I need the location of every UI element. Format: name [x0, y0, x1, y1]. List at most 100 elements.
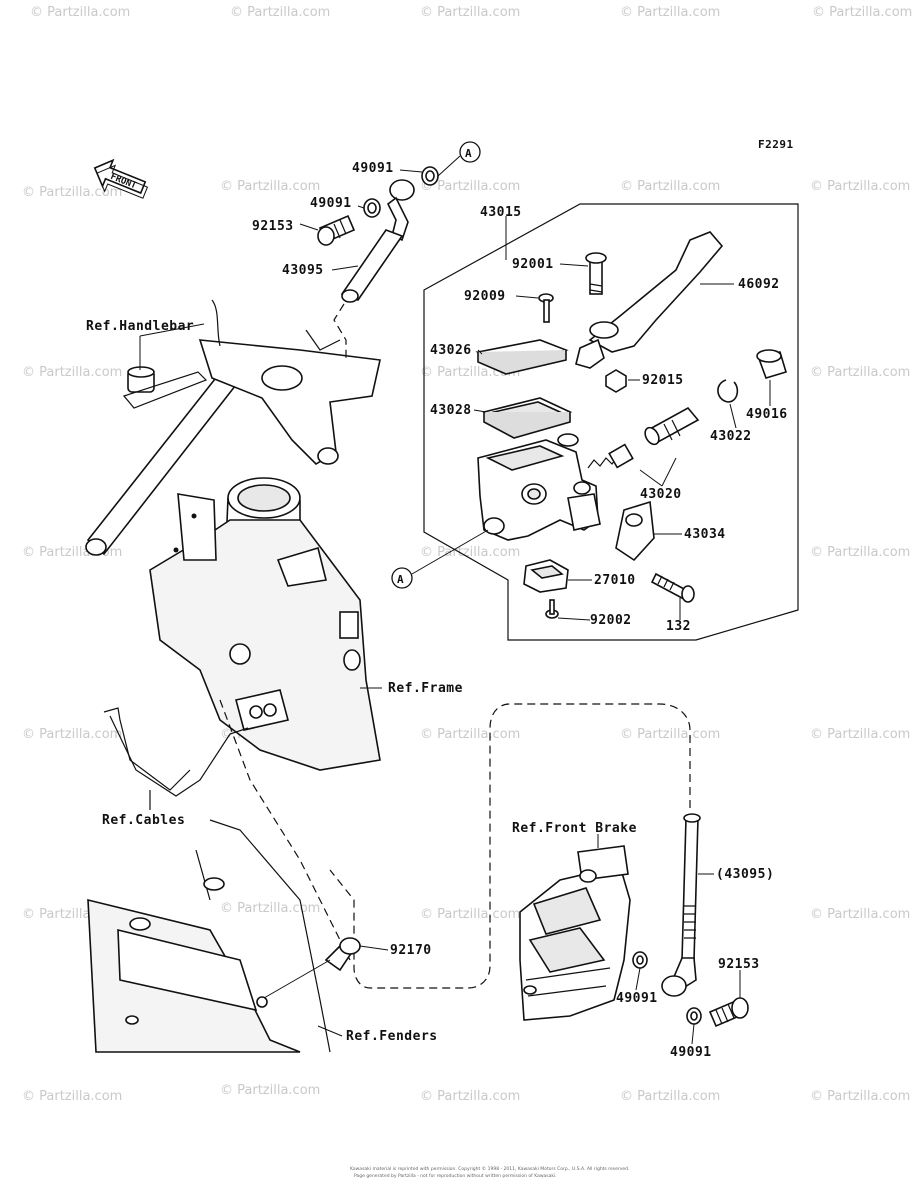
leader-lines [139, 155, 771, 1045]
watermark: © Partzilla.com [22, 185, 122, 200]
part-label-49091[interactable]: 49091 [352, 161, 394, 176]
ref-handlebar-label[interactable]: Ref.Handlebar [86, 319, 194, 334]
part-label-46092[interactable]: 46092 [738, 277, 780, 292]
leader [559, 263, 589, 267]
frame-tab-right [276, 546, 327, 587]
cable-clamp-hole [263, 703, 277, 717]
fender-edge [195, 849, 211, 901]
copyright-line: Kawasaki material is reprinted with perm… [350, 1165, 629, 1172]
part-labels: 49091 49091 92153 43095 43015 92001 4609… [252, 161, 788, 1060]
watermark: © Partzilla.com [30, 5, 130, 20]
watermark: © Partzilla.com [812, 5, 912, 20]
leader [299, 223, 319, 231]
ref-fenders-label[interactable]: Ref.Fenders [346, 1029, 438, 1044]
part-label-43034[interactable]: 43034 [684, 527, 726, 542]
part-label-49091[interactable]: 49091 [670, 1045, 712, 1060]
bolt-thread [715, 1003, 735, 1025]
leader [635, 967, 641, 991]
screw-shank [543, 299, 550, 323]
watermark: © Partzilla.com [420, 545, 520, 560]
part-label-92170[interactable]: 92170 [390, 943, 432, 958]
fender-panel [117, 928, 258, 1012]
part-label-43095[interactable]: (43095) [716, 867, 774, 882]
part-label-43015[interactable]: 43015 [480, 205, 522, 220]
cable-run [109, 715, 249, 797]
part-label-92153[interactable]: 92153 [252, 219, 294, 234]
washer-hole [690, 1011, 698, 1021]
holder-hole [625, 513, 643, 527]
part-label-92009[interactable]: 92009 [464, 289, 506, 304]
brake-pad [528, 927, 606, 973]
frame-boss [343, 649, 361, 671]
mount-boss [573, 481, 591, 495]
banjo-lower-ring [661, 975, 687, 997]
callout-circle [459, 141, 481, 163]
part-label-49091[interactable]: 49091 [310, 196, 352, 211]
switch-top [530, 565, 564, 579]
leader [357, 205, 365, 209]
part-label-43022[interactable]: 43022 [710, 429, 752, 444]
caliper-rib [525, 967, 611, 997]
watermark: © Partzilla.com [22, 727, 122, 742]
ref-frame-label[interactable]: Ref.Frame [388, 681, 463, 696]
part-label-43095[interactable]: 43095 [282, 263, 324, 278]
lever-tab [575, 338, 605, 369]
ref-front-brake-label[interactable]: Ref.Front Brake [512, 821, 637, 836]
callout-circle [391, 567, 413, 589]
part-label-132[interactable]: 132 [666, 619, 691, 634]
leader [437, 155, 461, 177]
leader [661, 457, 677, 487]
watermark: © Partzilla.com [620, 727, 720, 742]
head-tube-bore [237, 484, 291, 512]
outlet-port-bore [527, 488, 541, 500]
leader [139, 323, 205, 337]
clamp-ear [567, 493, 601, 531]
watermark: © Partzilla.com [220, 179, 320, 194]
callout-letter: A [397, 573, 404, 586]
part-label-92153[interactable]: 92153 [718, 957, 760, 972]
bolt-head [317, 226, 335, 246]
part-label-43020[interactable]: 43020 [640, 487, 682, 502]
cable-clamp-hole [249, 705, 263, 719]
leader [263, 959, 331, 999]
part-label-49091[interactable]: 49091 [616, 991, 658, 1006]
part-label-92001[interactable]: 92001 [512, 257, 554, 272]
watermark: © Partzilla.com [22, 365, 122, 380]
leader [639, 469, 663, 487]
leader [331, 265, 359, 271]
bolt-thread [657, 575, 675, 591]
cable-run [103, 707, 191, 791]
bolt-thread [333, 219, 347, 239]
watermark: © Partzilla.com [22, 1089, 122, 1104]
brake-hose-top [317, 166, 439, 360]
part-label-92015[interactable]: 92015 [642, 373, 684, 388]
watermark: © Partzilla.com [810, 365, 910, 380]
part-label-92002[interactable]: 92002 [590, 613, 632, 628]
rivet [191, 513, 197, 519]
upper-bracket-hole [261, 365, 303, 391]
watermark-layer: © Partzilla.com © Partzilla.com © Partzi… [22, 5, 912, 1104]
part-label-27010[interactable]: 27010 [594, 573, 636, 588]
main-frame [149, 519, 381, 771]
fender-hole [256, 996, 268, 1008]
hose-crimp [684, 905, 696, 939]
watermark: © Partzilla.com [620, 5, 720, 20]
fender-edge [209, 819, 331, 1053]
fender-bolt [129, 917, 151, 931]
part-label-43026[interactable]: 43026 [430, 343, 472, 358]
ref-cables-label[interactable]: Ref.Cables [102, 813, 185, 828]
part-label-49016[interactable]: 49016 [746, 407, 788, 422]
diaphragm-side [483, 412, 571, 439]
clamp-top [127, 366, 155, 378]
cable-bend [211, 299, 221, 347]
hose-end [683, 813, 701, 823]
upper-bracket [198, 339, 381, 466]
watermark: © Partzilla.com [620, 179, 720, 194]
callout-letter: A [465, 147, 472, 160]
fender-bolt [203, 877, 225, 891]
part-label-43028[interactable]: 43028 [430, 403, 472, 418]
rivet [173, 547, 179, 553]
watermark: © Partzilla.com [420, 5, 520, 20]
watermark: © Partzilla.com [620, 1089, 720, 1104]
